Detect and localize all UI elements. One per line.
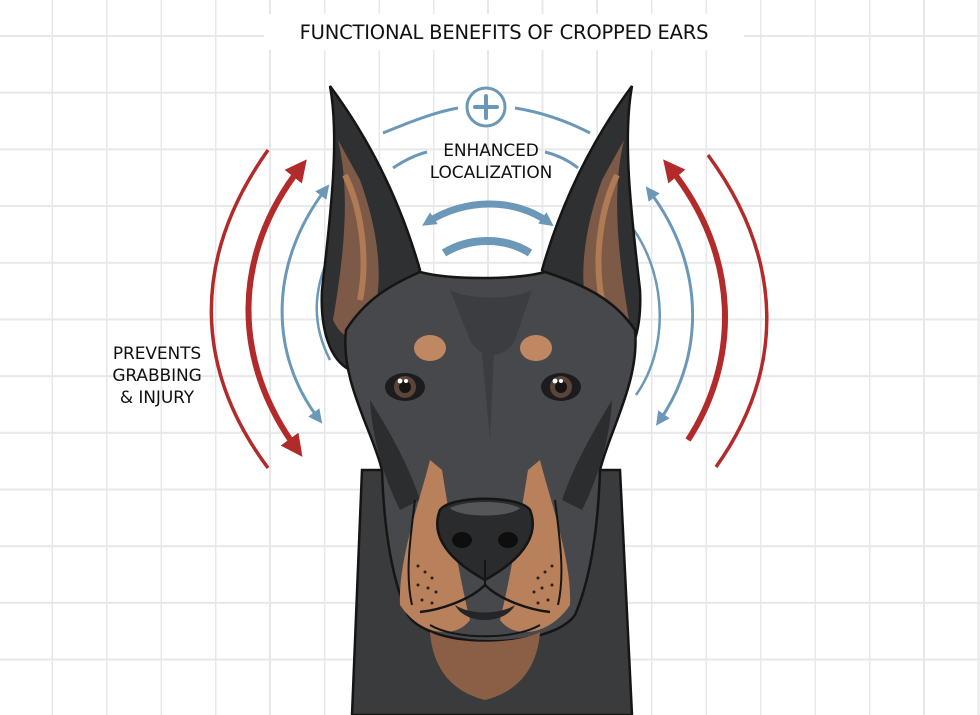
title-banner: FUNCTIONAL BENEFITS OF CROPPED EARS [264, 14, 744, 50]
protection-label: PREVENTS GRABBING & INJURY [98, 343, 216, 409]
right-protection-arcs [632, 153, 769, 469]
left-protection-arcs [209, 148, 334, 470]
localization-label-line2: LOCALIZATION [429, 163, 553, 183]
left-brow-spot [414, 335, 446, 361]
blue-double-arrow-left [280, 184, 330, 424]
infographic-title: FUNCTIONAL BENEFITS OF CROPPED EARS [299, 20, 709, 44]
mid-arc-right [544, 150, 579, 170]
protection-label-line1: PREVENTS [112, 344, 202, 364]
red-double-arrow-right [663, 159, 728, 442]
top-arc-right [514, 106, 591, 135]
right-eye [541, 373, 581, 401]
left-eye [385, 373, 425, 401]
whisker-dots [416, 564, 554, 605]
right-ear-inner [583, 140, 629, 337]
top-arc-left [382, 106, 459, 135]
chin-tan [430, 632, 540, 700]
left-ear-inner [333, 140, 379, 337]
localization-label-line1: ENHANCED [443, 141, 539, 161]
dog-nose [436, 497, 534, 582]
mid-arc-left [392, 150, 428, 170]
outer-red-arc-right [706, 153, 769, 469]
blue-double-arrow-right [645, 186, 695, 426]
localization-label: ENHANCED LOCALIZATION [416, 140, 566, 184]
red-double-arrow-left [245, 159, 307, 457]
protection-label-line3: & INJURY [119, 388, 195, 408]
doberman-head [320, 85, 642, 715]
sound-wave-arc [441, 237, 533, 257]
muzzle-left-tan [399, 460, 470, 632]
localization-graphic [382, 86, 591, 257]
outer-red-arc-left [209, 148, 270, 470]
localization-double-arrow [422, 200, 554, 227]
dog-mouth [419, 584, 551, 614]
muzzle-right-tan [500, 460, 571, 632]
inner-blue-arc-right [632, 229, 661, 396]
right-brow-spot [520, 335, 552, 361]
protection-label-line2: GRABBING [112, 366, 202, 386]
